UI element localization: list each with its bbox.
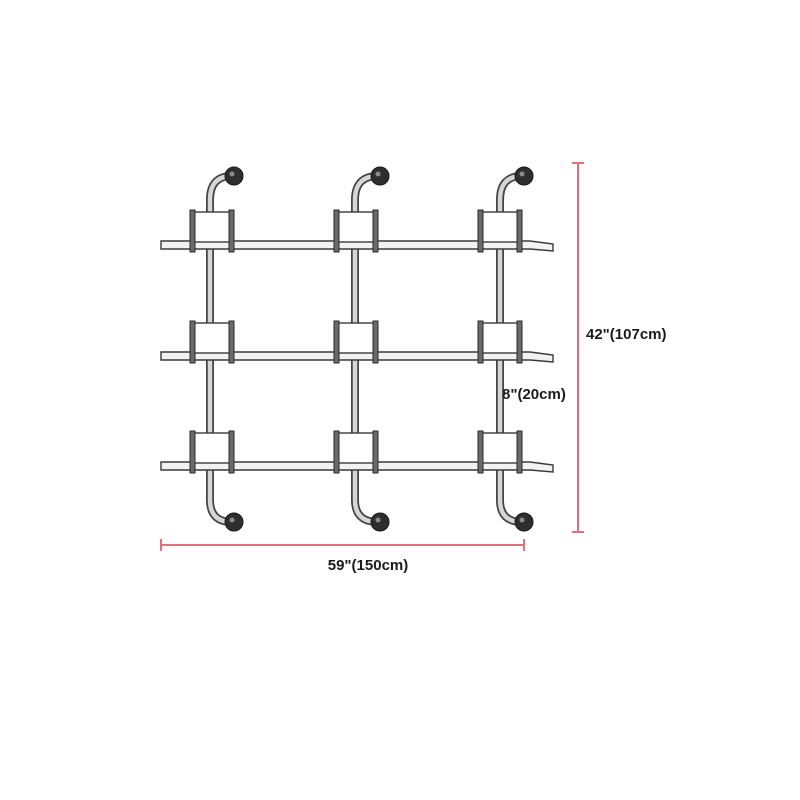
bracket xyxy=(333,430,379,474)
height-label: 42"(107cm) xyxy=(586,326,667,343)
shelf-bottom xyxy=(160,430,554,474)
bracket xyxy=(189,320,235,364)
flange-top-left xyxy=(224,166,244,186)
bracket xyxy=(333,320,379,364)
flange-bottom-left xyxy=(224,512,244,532)
shelf-middle xyxy=(160,320,554,364)
bracket xyxy=(477,209,523,253)
flange-bottom-middle xyxy=(370,512,390,532)
height-dimension: 42"(107cm) xyxy=(572,162,667,533)
width-label: 59"(150cm) xyxy=(328,557,409,574)
bracket xyxy=(189,209,235,253)
width-dimension: 59"(150cm) xyxy=(160,539,525,574)
bracket xyxy=(189,430,235,474)
bracket xyxy=(477,320,523,364)
bracket xyxy=(333,209,379,253)
flange-bottom-right xyxy=(514,512,534,532)
bracket xyxy=(477,430,523,474)
wall-flanges xyxy=(224,166,534,532)
flange-top-middle xyxy=(370,166,390,186)
flange-top-right xyxy=(514,166,534,186)
spacing-label: 8"(20cm) xyxy=(502,386,566,403)
shelf-top xyxy=(160,209,554,253)
